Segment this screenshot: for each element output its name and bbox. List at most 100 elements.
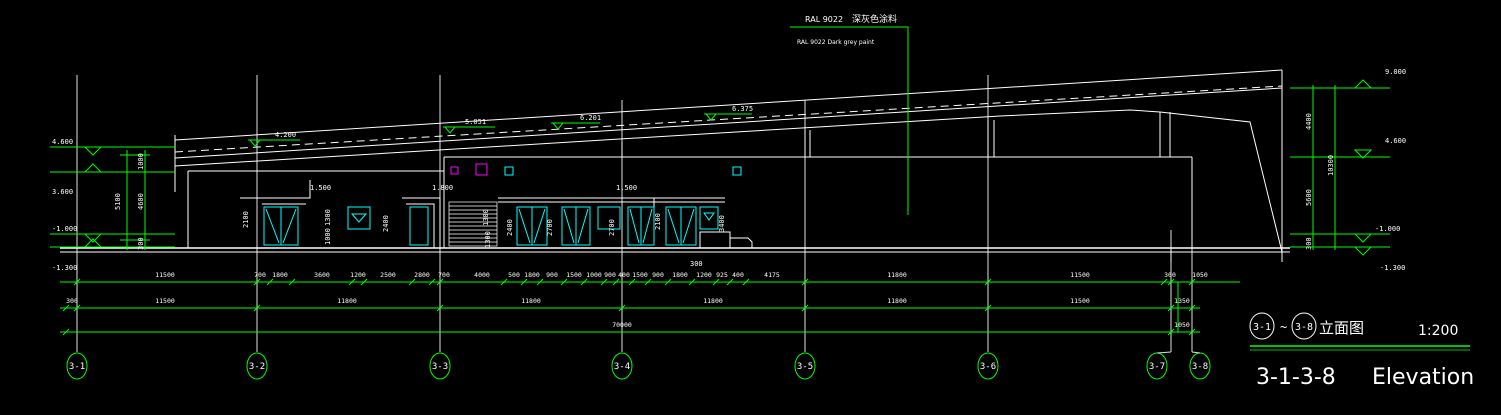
dim-tick (688, 278, 696, 286)
dim-tick (612, 278, 620, 286)
dim2-1: 11500 (155, 297, 175, 305)
dim-tick (712, 278, 720, 286)
right-dim-2: 5600 (1305, 189, 1313, 206)
left-level-mid: 3.600 (52, 188, 73, 196)
dim-tick (618, 304, 626, 312)
dim1-11: 900 (546, 271, 558, 279)
openings (263, 166, 742, 246)
dim1-19: 1200 (696, 271, 712, 279)
dim-tick (984, 304, 992, 312)
svg-text:3-6: 3-6 (980, 362, 996, 372)
steps (699, 231, 753, 248)
opening-labels: 1.500 1.800 1.500 2100 1300 1000 2400 13… (242, 184, 726, 268)
dimension-ticks (62, 278, 1196, 336)
dim-tick (520, 278, 528, 286)
dim-tick (1188, 328, 1196, 336)
dim1-1: 700 (254, 271, 266, 279)
dim-tick (436, 278, 444, 286)
axis-bubble-3-2: 3-2 (246, 352, 268, 380)
svg-text:3-8: 3-8 (1192, 362, 1208, 372)
dim2-6: 11500 (1070, 297, 1090, 305)
dim1-23: 11800 (887, 271, 907, 279)
canopy-level-1: 1.500 (310, 184, 331, 192)
dim-tick (1167, 328, 1175, 336)
right-level-symbols (1290, 79, 1390, 256)
dim1-18: 1800 (672, 271, 688, 279)
dim1-9: 500 (508, 271, 520, 279)
dim-tick (428, 278, 436, 286)
right-dim-1: 4400 (1305, 113, 1313, 130)
left-dim-3: 4600 (137, 193, 145, 210)
svg-text:3-7: 3-7 (1149, 362, 1165, 372)
louver-door (448, 201, 498, 247)
dim-tick (348, 278, 356, 286)
dim-row-1: 11500 700 1800 3600 1200 2500 2800 700 4… (155, 271, 1208, 279)
right-level-low: -1.000 (1375, 225, 1400, 233)
magenta-vents (450, 163, 488, 176)
dim1-2: 1800 (272, 271, 288, 279)
dim-tick (288, 278, 296, 286)
dim1-21: 400 (732, 271, 744, 279)
dimension-lines (60, 281, 1240, 333)
title-en: Elevation (1372, 365, 1474, 390)
roof-hidden-line (174, 85, 1283, 153)
dim1-10: 1800 (524, 271, 540, 279)
axis-bubble-3-1: 3-1 (66, 352, 88, 380)
right-level-bottom: -1.300 (1380, 264, 1405, 272)
dim1-22: 4175 (764, 271, 780, 279)
dim-tick (580, 278, 588, 286)
title-block: 3-1 ~ 3-8 立面图 1:200 3-1-3-8 Elevation (1249, 312, 1474, 390)
title-tilde: ~ (1280, 320, 1287, 334)
canopies (240, 180, 725, 248)
window-h-8: 2700 (608, 219, 616, 236)
roof-level-4: 6.375 (732, 105, 753, 113)
material-callout: RAL 9022 深灰色涂料 RAL 9022 Dark grey paint (790, 13, 909, 215)
dim-right-end: 1050 (1174, 321, 1190, 329)
dim-tick (73, 278, 81, 286)
callout-code: RAL 9022 (805, 15, 843, 24)
window-h-5: 1300 (482, 209, 490, 226)
dim1-25: 300 (1164, 271, 1176, 279)
axis-bubble-3-4: 3-4 (611, 352, 633, 380)
step-height: 300 (690, 260, 703, 268)
canopy-level-2: 1.800 (432, 184, 453, 192)
dim-tick (726, 278, 734, 286)
svg-text:3-5: 3-5 (797, 362, 813, 372)
roof-level-2: 5.051 (465, 118, 486, 126)
right-level-labels: 9.000 4.600 -1.000 -1.300 4400 5600 1030… (1305, 68, 1406, 272)
left-dim-1: 1000 (137, 153, 145, 170)
dim-tick (408, 278, 416, 286)
dim1-7: 700 (438, 271, 450, 279)
dim1-26: 1050 (1192, 271, 1208, 279)
dim-tick (73, 304, 81, 312)
dim2-0: 300 (66, 297, 78, 305)
window-h-11: 1300 (484, 231, 492, 248)
dim-tick (1167, 278, 1175, 286)
roof-level-markers: 4.200 5.051 6.201 6.375 (248, 105, 753, 147)
title-axis-to: 3-8 (1295, 322, 1313, 333)
dim1-8: 4000 (474, 271, 490, 279)
title-en-code: 3-1-3-8 (1256, 365, 1336, 390)
dim-tick (1188, 278, 1196, 286)
svg-text:3-1: 3-1 (69, 362, 85, 372)
dim-tick (1188, 304, 1196, 312)
dim-tick (560, 278, 568, 286)
title-cn: 立面图 (1319, 319, 1364, 337)
title-scale: 1:200 (1418, 323, 1458, 339)
dim-tick (600, 278, 608, 286)
roof-level-1: 4.200 (275, 131, 296, 139)
left-dim-2: 5100 (114, 193, 122, 210)
axis-bubble-3-8: 3-8 (1189, 352, 1211, 380)
dim2-2: 11800 (337, 297, 357, 305)
dim2-7: 1350 (1174, 297, 1190, 305)
left-level-symbols (50, 146, 175, 250)
left-level-labels: 4.600 3.600 -1.000 -1.300 1000 5100 4600… (52, 138, 145, 272)
dim-tick (436, 304, 444, 312)
dim-row-2: 300 11500 11800 11800 11800 11800 11500 … (66, 297, 1190, 329)
dim2-4: 11800 (703, 297, 723, 305)
dim1-0: 11500 (155, 271, 175, 279)
dim-tick (360, 278, 368, 286)
dim-tick (801, 304, 809, 312)
right-level-top: 9.000 (1385, 68, 1406, 76)
window-h-2: 1300 (324, 209, 332, 226)
